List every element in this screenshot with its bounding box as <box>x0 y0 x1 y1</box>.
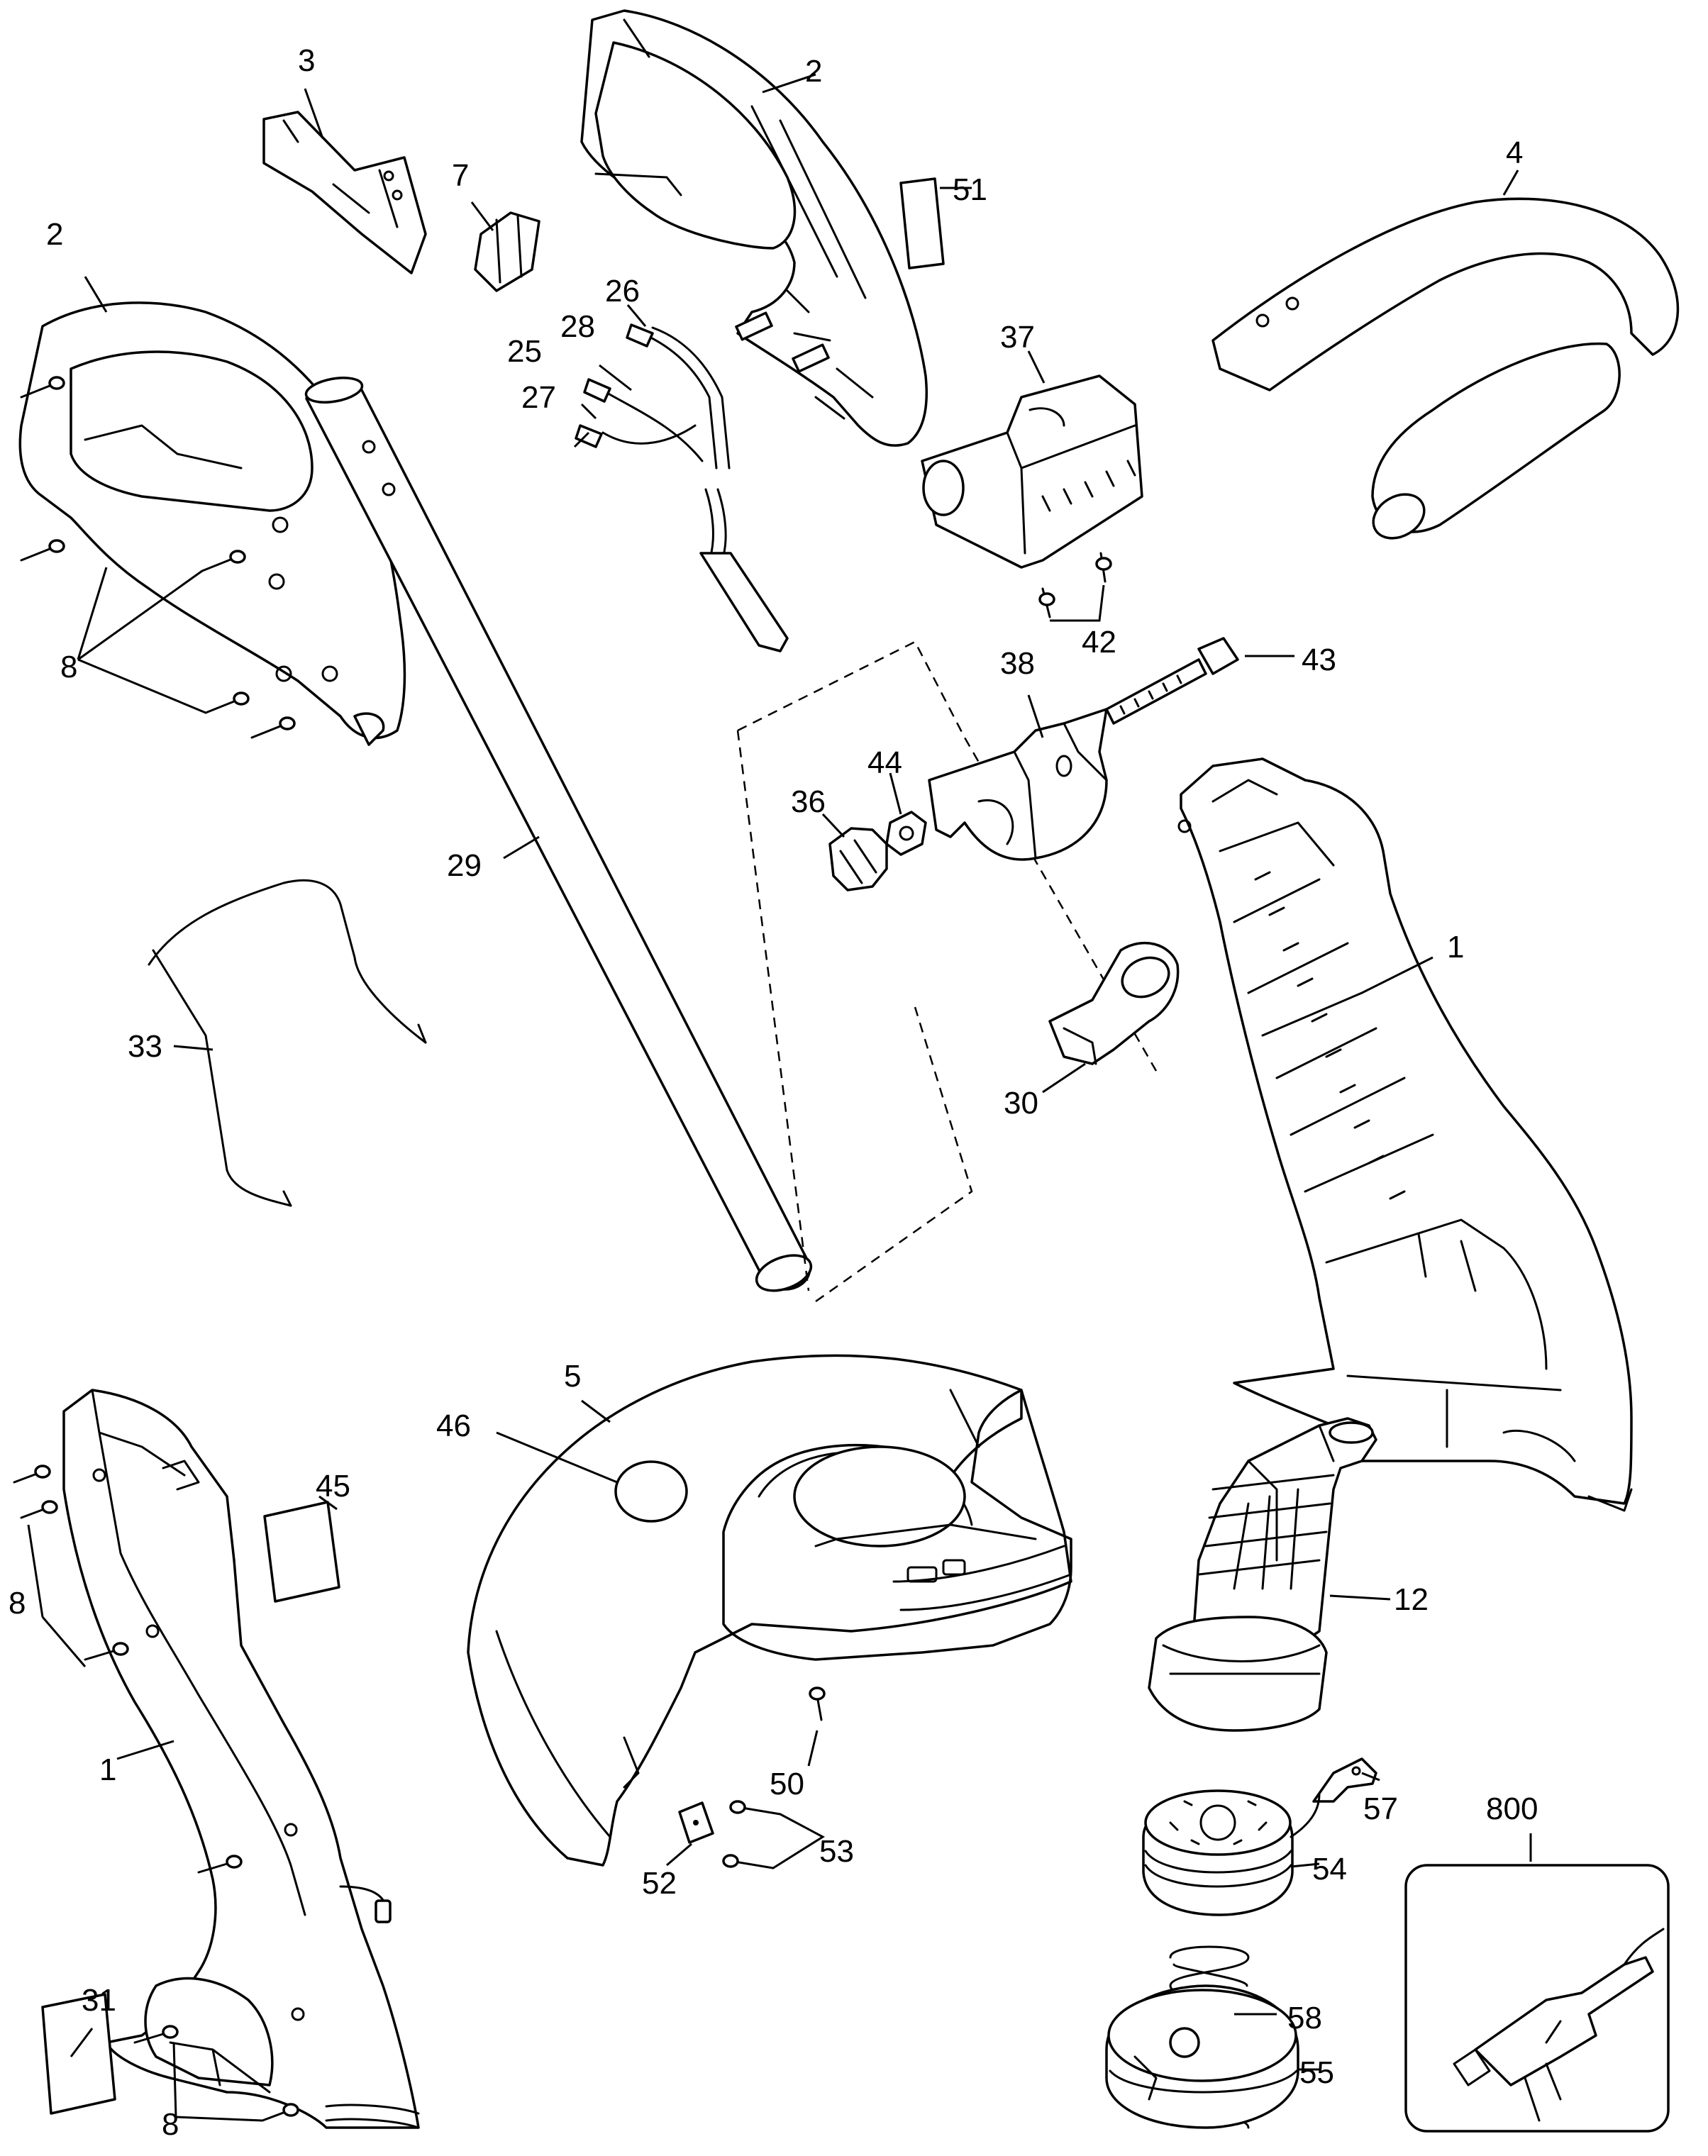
part-42-screws <box>1038 552 1112 618</box>
label-38: 38 <box>1000 646 1035 681</box>
label-42: 42 <box>1082 625 1116 660</box>
label-8-b: 8 <box>9 1586 26 1621</box>
part-43-bolt <box>1105 637 1239 725</box>
part-36-knob <box>828 827 888 891</box>
label-29: 29 <box>447 848 482 883</box>
part-37-clamp-block <box>921 374 1143 569</box>
label-33: 33 <box>128 1029 162 1064</box>
part-1-housing-right <box>1177 757 1633 1512</box>
part-number-labels: 1 1 2 2 3 4 5 7 8 8 8 12 25 26 27 28 29 … <box>9 43 1538 2142</box>
label-58: 58 <box>1287 2001 1322 2035</box>
label-55: 55 <box>1299 2055 1334 2090</box>
part-7-switch <box>474 211 540 292</box>
label-52: 52 <box>642 1866 677 1901</box>
part-55-cap <box>1105 1984 1299 2129</box>
label-8-a: 8 <box>60 650 77 684</box>
part-3-trigger <box>262 111 427 274</box>
label-1-right: 1 <box>1447 930 1464 965</box>
part-2-handle-left <box>18 301 406 746</box>
label-57: 57 <box>1363 1791 1398 1826</box>
label-50: 50 <box>770 1767 804 1801</box>
label-4: 4 <box>1506 135 1523 170</box>
label-3: 3 <box>298 43 315 78</box>
dashed-assembly-outline <box>736 640 1158 1303</box>
leader-lines <box>27 73 1532 2122</box>
label-27: 27 <box>521 380 556 415</box>
part-30-adapter <box>1048 941 1180 1065</box>
label-5: 5 <box>564 1359 581 1394</box>
label-7: 7 <box>452 158 469 193</box>
label-44: 44 <box>867 745 902 780</box>
part-51-label <box>899 177 945 270</box>
label-36: 36 <box>791 784 826 819</box>
part-4-aux-handle <box>1211 197 1680 540</box>
wires-25-28 <box>575 323 789 652</box>
part-46-label-circle <box>614 1460 688 1523</box>
part-52-nut <box>678 1801 714 1844</box>
part-33-wire-guard <box>148 879 427 1207</box>
label-46: 46 <box>436 1408 471 1443</box>
label-43: 43 <box>1302 643 1336 677</box>
label-2-left: 2 <box>46 217 63 252</box>
label-28: 28 <box>560 309 595 344</box>
label-30: 30 <box>1004 1086 1038 1121</box>
label-12: 12 <box>1394 1582 1429 1617</box>
part-38-clamp-half <box>928 708 1108 861</box>
part-8-screws-left <box>13 1465 299 2122</box>
label-31: 31 <box>82 1983 116 2018</box>
part-29-tube <box>304 377 813 1292</box>
part-54-spool <box>1142 1789 1321 1916</box>
part-800-accessory <box>1404 1864 1670 2133</box>
label-800: 800 <box>1486 1791 1538 1826</box>
label-54: 54 <box>1312 1852 1347 1886</box>
part-8-screws-top <box>20 376 296 739</box>
label-26: 26 <box>605 274 640 309</box>
part-53-screws <box>722 1800 782 1869</box>
part-44-nut <box>885 811 927 856</box>
label-37: 37 <box>1000 320 1035 355</box>
label-25: 25 <box>507 334 542 369</box>
label-51: 51 <box>953 172 987 207</box>
part-2-handle-top <box>580 9 928 447</box>
label-45: 45 <box>316 1469 350 1504</box>
part-31-label <box>41 1993 116 2115</box>
part-45-label <box>263 1501 340 1603</box>
part-12-motor <box>1148 1417 1377 1732</box>
part-1-housing-left <box>62 1389 420 2129</box>
label-53: 53 <box>819 1834 854 1869</box>
label-8-c: 8 <box>162 2107 179 2142</box>
label-1-left: 1 <box>99 1752 116 1787</box>
part-50-screw <box>809 1687 826 1721</box>
label-2-top: 2 <box>805 54 822 89</box>
